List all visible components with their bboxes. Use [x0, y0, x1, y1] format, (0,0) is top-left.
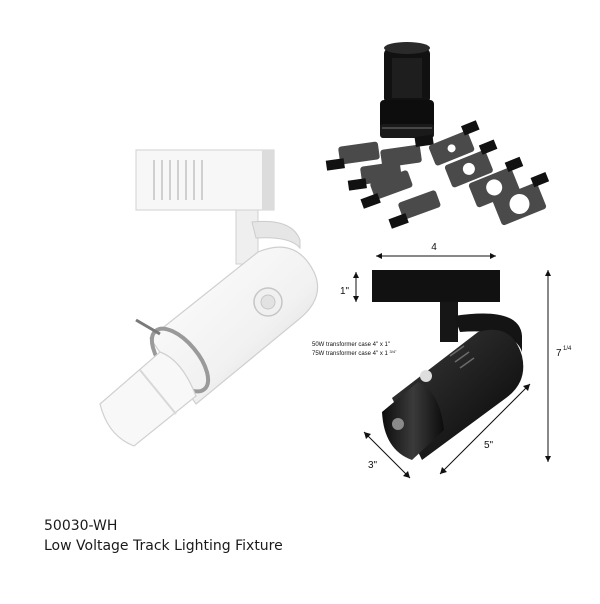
- adjust-lever: [135, 318, 161, 336]
- transformer-notes: 50W transformer case 4" x 1" 75W transfo…: [312, 342, 397, 357]
- black-fixture: [372, 270, 524, 460]
- yoke-arm: [251, 220, 301, 250]
- product-caption: 50030-WH Low Voltage Track Lighting Fixt…: [44, 516, 283, 556]
- dim-width: 4: [376, 242, 496, 259]
- note-75w-fraction: 3/4": [390, 349, 398, 354]
- black-snoot: [382, 382, 444, 460]
- product-sku: 50030-WH: [44, 518, 118, 534]
- dim-width-label: 4: [431, 242, 437, 253]
- fixture-body: [149, 246, 319, 405]
- product-name: Low Voltage Track Lighting Fixture: [44, 538, 283, 554]
- black-adapter: [372, 270, 500, 302]
- white-fixture-photo: [99, 149, 319, 447]
- barndoor-flags: [325, 134, 441, 229]
- dim-total-height-label: 7: [556, 348, 562, 359]
- track-adapter: [135, 149, 275, 211]
- note-75w-main: 75W transformer case 4" x 1: [312, 351, 388, 357]
- dim-length: 5": [439, 383, 531, 475]
- gobo-plates: [428, 120, 550, 226]
- accessories-photo: [325, 42, 550, 229]
- dim-depth: 3": [363, 431, 411, 479]
- dim-total-height: 7 1/4: [545, 270, 572, 462]
- dim-length-label: 5": [484, 440, 494, 451]
- dim-depth-label: 3": [368, 460, 378, 471]
- dimension-drawing: 4 1" 7 1/4 3" 5": [312, 242, 572, 479]
- dim-head-height: 1": [340, 272, 359, 302]
- front-snoot: [99, 351, 197, 447]
- dim-total-height-fraction: 1/4: [563, 346, 572, 352]
- dim-head-height-label: 1": [340, 286, 350, 297]
- lamp-socket: [380, 42, 434, 138]
- note-75w: 75W transformer case 4" x 1 3/4": [312, 349, 397, 357]
- note-50w: 50W transformer case 4" x 1": [312, 342, 390, 348]
